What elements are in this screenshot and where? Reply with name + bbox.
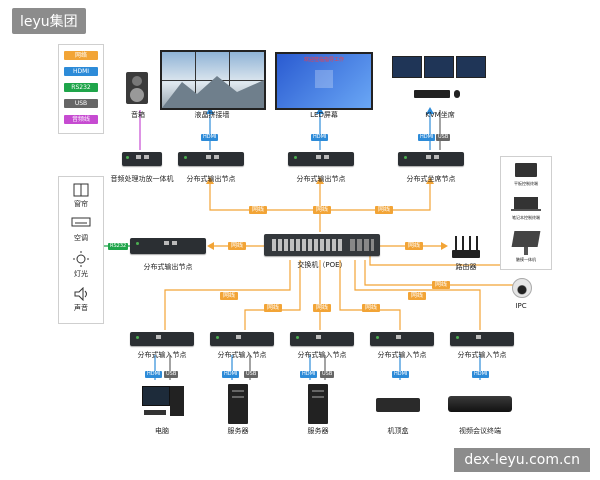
tag-hdmi-in-2: HDMI [222, 371, 240, 378]
legend-hdmi: HDMI [64, 67, 98, 76]
tag-usb-in-3: USB [320, 371, 335, 378]
env-ac-label: 空调 [74, 234, 88, 242]
led-screen-label: LED屏幕 [310, 111, 338, 119]
net-badge-9: 网线 [264, 304, 283, 312]
ipc-camera-icon [512, 278, 532, 298]
env-curtain-label: 窗帘 [74, 200, 88, 208]
air-conditioner-icon [71, 217, 91, 227]
environment-panel: 窗帘 空调 灯光 声音 [58, 176, 104, 324]
speaker-device [126, 72, 148, 104]
control-terminal-panel: 平板控制终端 笔记本控制终端 触摸一体机 [500, 156, 552, 270]
server-device-1 [228, 384, 248, 424]
kvm-label: KVM坐席 [425, 111, 455, 119]
input-node-2 [210, 332, 274, 346]
tag-hdmi-in-4: HDMI [392, 371, 410, 378]
source-server-1-label: 服务器 [227, 427, 249, 435]
tag-usb-in-1: USB [164, 371, 179, 378]
output-node-1 [178, 152, 244, 166]
light-icon [73, 251, 89, 267]
source-vc-label: 视频会议终端 [459, 427, 501, 435]
tag-hdmi-3: HDMI [418, 134, 436, 141]
output-node-2 [288, 152, 354, 166]
tag-hdmi-2: HDMI [311, 134, 329, 141]
touch-kiosk-icon [511, 231, 541, 247]
video-wall-label: 液晶拼接墙 [194, 111, 230, 119]
speaker-icon [74, 287, 87, 301]
input-node-3-label: 分布式输入节点 [297, 351, 347, 359]
poe-switch [264, 234, 380, 256]
net-badge-8: 网线 [220, 292, 239, 300]
tag-hdmi-in-5: HDMI [472, 371, 490, 378]
video-conference-device [448, 396, 512, 412]
net-badge-5: 网线 [405, 242, 424, 250]
seat-node-label: 分布式坐席节点 [406, 175, 456, 183]
legend-usb: USB [64, 99, 98, 108]
legend-rs232: RS232 [64, 83, 98, 92]
tag-usb-1: USB [436, 134, 451, 141]
output-node-1-label: 分布式输出节点 [186, 175, 236, 183]
output-node-2-label: 分布式输出节点 [296, 175, 346, 183]
net-badge-3: 网线 [375, 206, 394, 214]
input-node-3 [290, 332, 354, 346]
laptop-label: 笔记本控制终端 [512, 215, 540, 220]
input-node-2-label: 分布式输入节点 [217, 351, 267, 359]
legend-audio: 音频线 [64, 115, 98, 124]
input-node-4 [370, 332, 434, 346]
net-badge-2: 网线 [313, 206, 332, 214]
laptop-icon [514, 197, 538, 209]
server-device-2 [308, 384, 328, 424]
env-sound-label: 声音 [74, 304, 88, 312]
input-node-4-label: 分布式输入节点 [377, 351, 427, 359]
tablet-label: 平板控制终端 [514, 181, 538, 186]
left-output-node [130, 238, 206, 254]
set-top-box-device [376, 398, 420, 412]
tag-rs232: RS232 [108, 243, 129, 250]
left-output-node-label: 分布式输出节点 [143, 263, 193, 271]
pc-device [142, 386, 186, 420]
env-light-label: 灯光 [74, 270, 88, 278]
source-stb-label: 机顶盒 [387, 427, 409, 435]
tag-hdmi-in-3: HDMI [300, 371, 318, 378]
tag-hdmi-1: HDMI [201, 134, 219, 141]
led-screen: 欢迎莅临指导工作 [275, 52, 373, 110]
tag-hdmi-in-1: HDMI [145, 371, 163, 378]
curtain-icon [73, 183, 89, 197]
tag-usb-in-2: USB [244, 371, 259, 378]
input-node-5 [450, 332, 514, 346]
source-server-2-label: 服务器 [307, 427, 329, 435]
legend-network: 网络 [64, 51, 98, 60]
net-badge-4: 网线 [228, 242, 247, 250]
source-pc-label: 电脑 [155, 427, 169, 435]
net-badge-1: 网线 [249, 206, 268, 214]
net-badge-10: 网线 [313, 304, 332, 312]
seat-node [398, 152, 464, 166]
video-wall [160, 50, 266, 110]
kiosk-label: 触摸一体机 [516, 257, 536, 262]
watermark-bottom: dex-leyu.com.cn [454, 448, 590, 472]
router-label: 路由器 [455, 263, 477, 271]
tablet-icon [515, 163, 537, 177]
input-node-1-label: 分布式输入节点 [137, 351, 187, 359]
input-node-1 [130, 332, 194, 346]
audio-processor-label: 音频处理功放一体机 [110, 175, 174, 183]
ipc-label: IPC [515, 302, 527, 310]
watermark-top: leyu集团 [12, 8, 86, 34]
net-badge-11: 网线 [362, 304, 381, 312]
input-node-5-label: 分布式输入节点 [457, 351, 507, 359]
audio-processor [122, 152, 162, 166]
switch-label: 交换机（POE） [297, 261, 347, 269]
speaker-label: 音箱 [131, 111, 145, 119]
router [452, 236, 480, 258]
kvm-seat [392, 56, 486, 104]
net-badge-6: 网线 [432, 281, 451, 289]
net-badge-7: 网线 [408, 292, 427, 300]
led-screen-text: 欢迎莅临指导工作 [303, 57, 344, 63]
legend-panel: 网络 HDMI RS232 USB 音频线 [58, 44, 104, 134]
